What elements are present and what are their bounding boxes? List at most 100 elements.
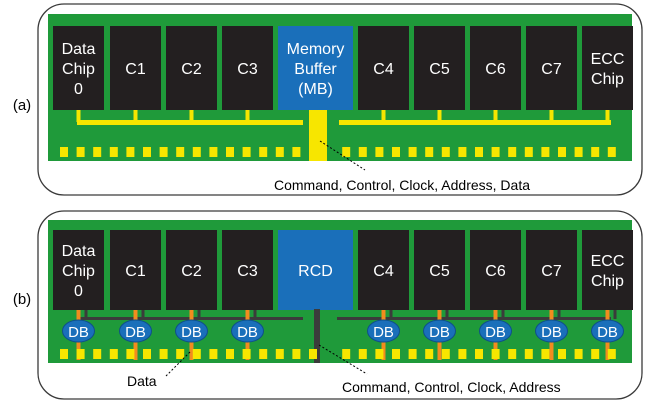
- edge-pin: [275, 349, 284, 359]
- control-stub: [141, 310, 145, 319]
- edge-pin: [607, 147, 616, 157]
- edge-pin: [441, 147, 450, 157]
- edge-pin: [392, 147, 400, 157]
- data-buffer: [367, 319, 400, 343]
- diagram-b-label: (b): [13, 291, 31, 308]
- chip-label: C1: [125, 263, 146, 280]
- dram-chip: [526, 26, 577, 110]
- edge-pin: [242, 147, 251, 157]
- chip-stub: [605, 110, 610, 122]
- pins-a: [60, 147, 616, 157]
- edge-pin: [425, 349, 434, 359]
- edge-pin: [209, 349, 218, 359]
- edge-pin: [392, 349, 400, 359]
- edge-pin: [425, 147, 434, 157]
- control-stub: [445, 310, 449, 319]
- data-buffer-label: DB: [125, 324, 146, 341]
- chip-stub: [437, 110, 442, 122]
- edge-pin: [126, 349, 135, 359]
- edge-pin: [524, 147, 533, 157]
- edge-pin: [292, 147, 301, 157]
- data-buffer: [175, 319, 208, 343]
- annotation-a: Command, Control, Clock, Address, Data: [274, 177, 530, 193]
- edge-pin: [159, 147, 168, 157]
- edge-pin: [458, 147, 467, 157]
- edge-pin: [76, 349, 85, 359]
- control-stub: [557, 310, 561, 319]
- edge-pin: [558, 147, 566, 157]
- edge-pin: [458, 349, 467, 359]
- dram-chip: [470, 26, 521, 110]
- edge-pin: [176, 147, 185, 157]
- edge-pin: [192, 349, 201, 359]
- chip-label: C5: [429, 263, 450, 280]
- chip-label: C7: [541, 263, 562, 280]
- control-stub: [613, 310, 617, 319]
- edge-pin: [143, 349, 151, 359]
- edge-pin: [524, 349, 533, 359]
- dram-chip: [166, 230, 217, 310]
- data-buffer-label: DB: [485, 324, 506, 341]
- edge-pin: [375, 349, 384, 359]
- module-outline-a: [37, 3, 643, 196]
- edge-pin: [159, 349, 168, 359]
- center-trunk-b: [314, 309, 320, 363]
- dram-chip: [110, 230, 161, 310]
- edge-pin: [491, 349, 500, 359]
- data-buffer: [119, 319, 152, 343]
- chip-label: C7: [541, 61, 562, 78]
- leader-line-b: [318, 344, 368, 375]
- dram-chip: [414, 26, 465, 110]
- center-chip: [278, 26, 353, 110]
- chip-stub: [189, 110, 194, 122]
- edge-pin: [607, 349, 616, 359]
- data-buffer-label: DB: [237, 324, 258, 341]
- chip-label: C2: [181, 263, 202, 280]
- data-buffer: [231, 319, 264, 343]
- dram-chip: [53, 26, 104, 110]
- edge-pin: [475, 349, 483, 359]
- chip-label: C4: [373, 263, 394, 280]
- edge-pin: [574, 349, 583, 359]
- edge-pin: [491, 147, 500, 157]
- dram-chip: [414, 230, 465, 310]
- control-stub: [501, 310, 505, 319]
- data-buffer-label: DB: [541, 324, 562, 341]
- edge-pin: [591, 349, 600, 359]
- edge-pin: [60, 349, 68, 359]
- edge-pin: [541, 147, 550, 157]
- edge-pin: [226, 349, 234, 359]
- edge-pin: [176, 349, 185, 359]
- diagram-a-label: (a): [13, 97, 31, 114]
- data-buffer-label: DB: [68, 324, 89, 341]
- edge-pin: [242, 349, 251, 359]
- pins-b: [60, 349, 616, 359]
- edge-pin: [143, 147, 151, 157]
- edge-pin: [574, 147, 583, 157]
- edge-pin: [591, 147, 600, 157]
- edge-pin: [76, 147, 85, 157]
- edge-pin: [259, 147, 268, 157]
- edge-pin: [292, 349, 301, 359]
- data-buffer: [62, 319, 95, 343]
- edge-pin: [358, 147, 367, 157]
- data-buffer-label: DB: [429, 324, 450, 341]
- edge-pin: [508, 349, 517, 359]
- edge-pin: [342, 147, 351, 157]
- chip-stub: [549, 110, 554, 122]
- center-trunk-a: [309, 110, 327, 161]
- dram-chip: [166, 26, 217, 110]
- data-label-b: Data: [127, 373, 157, 389]
- chip-stub: [381, 110, 386, 122]
- bus-a: [76, 110, 611, 161]
- edge-pin: [109, 349, 118, 359]
- chip-label: C3: [237, 263, 258, 280]
- data-buffer-label: DB: [373, 324, 394, 341]
